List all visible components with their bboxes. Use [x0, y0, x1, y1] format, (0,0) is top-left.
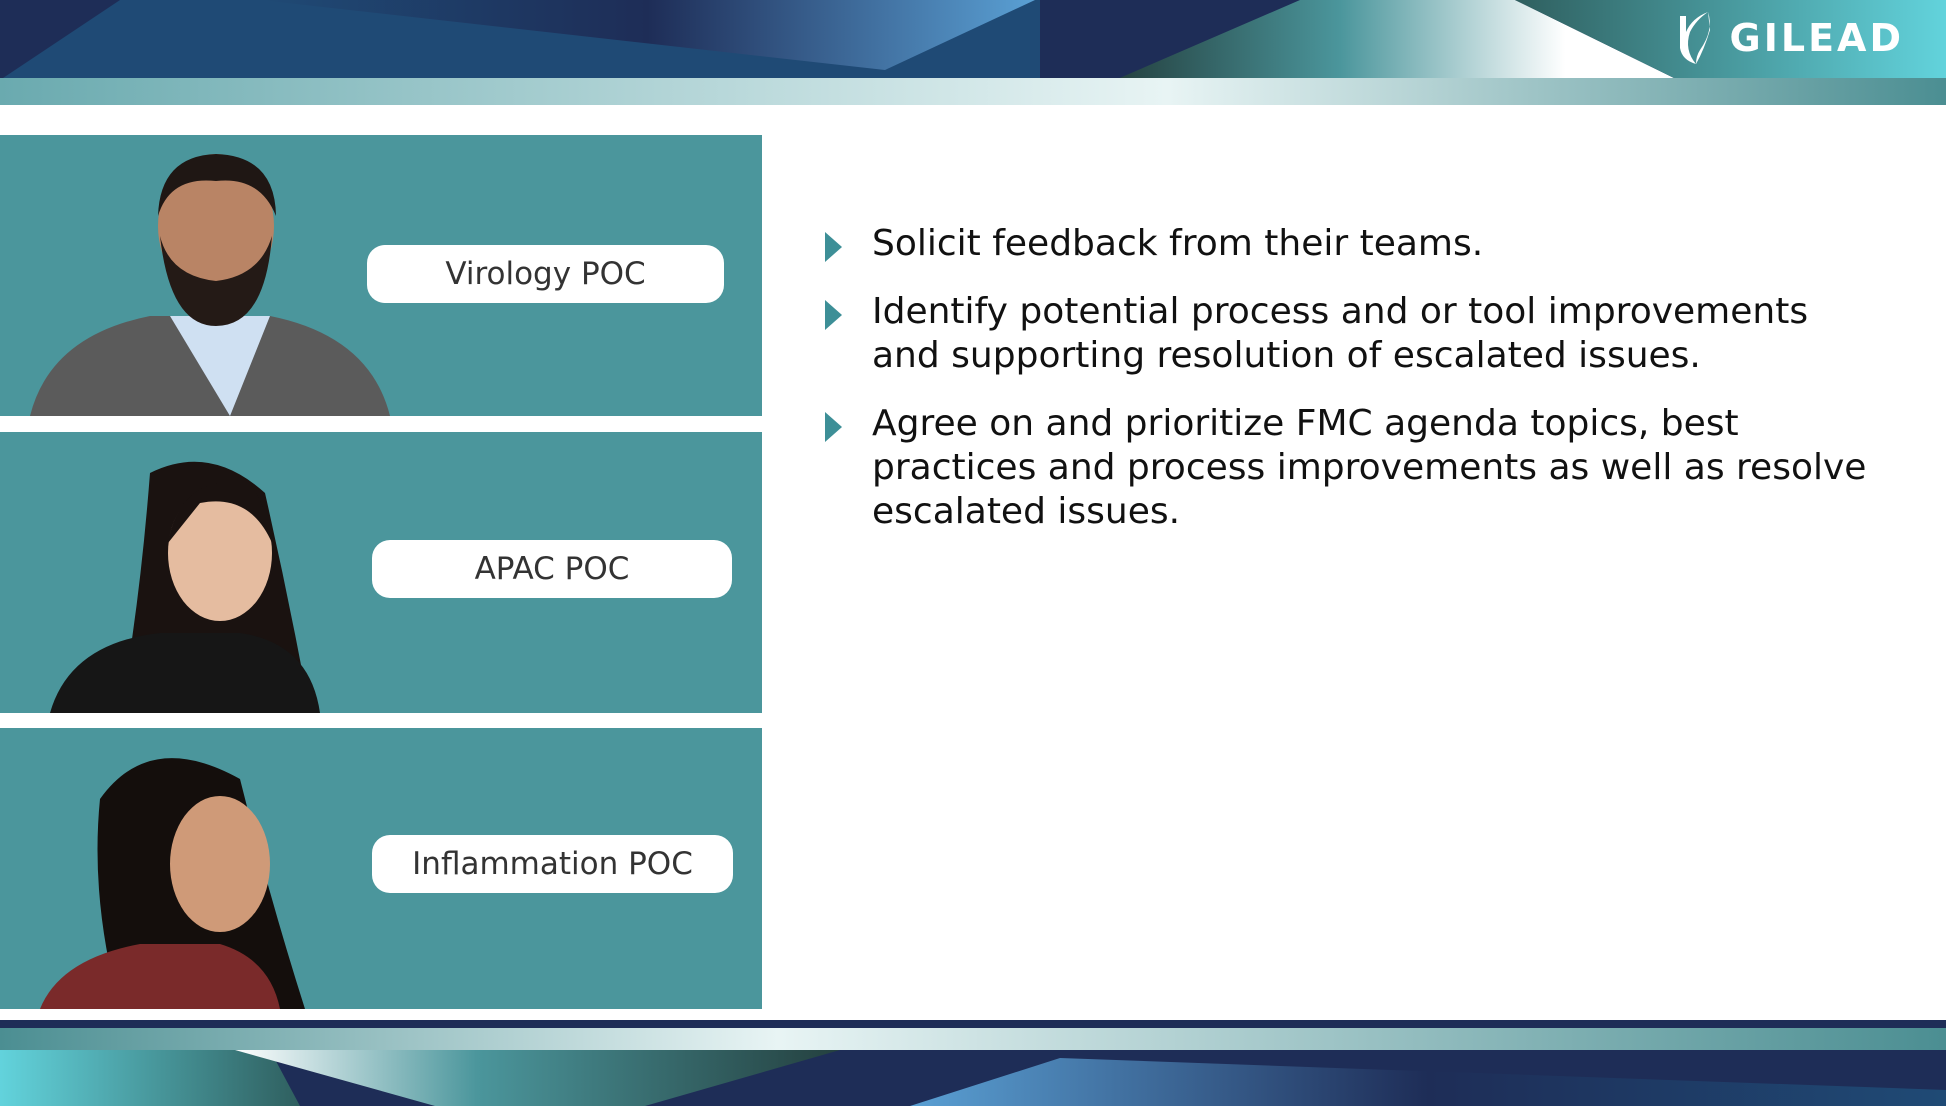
bullet-text: Agree on and prioritize FMC agenda topic…	[872, 403, 1867, 532]
person-photo	[40, 758, 305, 1009]
contact-card-inflammation: Inflammation POC	[0, 728, 762, 1009]
triangle-bullet-icon	[825, 232, 842, 262]
person-photo	[50, 461, 320, 713]
person-photo	[30, 154, 390, 416]
virology-poc-label: Virology POC	[367, 245, 724, 303]
triangle-bullet-icon	[825, 412, 842, 442]
footer-banner	[0, 1020, 1946, 1106]
contact-card-virology: Virology POC	[0, 135, 762, 416]
leaf-shield-icon	[1679, 12, 1710, 64]
bullet-text: Identify potential process and or tool i…	[872, 291, 1809, 376]
bullet-item: Agree on and prioritize FMC agenda topic…	[825, 402, 1885, 534]
gilead-logo: GILEAD	[1674, 10, 1904, 66]
bullet-list: Solicit feedback from their teams. Ident…	[825, 222, 1885, 558]
bullet-text: Solicit feedback from their teams.	[872, 223, 1484, 264]
inflammation-poc-label: Inflammation POC	[372, 835, 733, 893]
logo-text: GILEAD	[1729, 16, 1904, 60]
apac-poc-label: APAC POC	[372, 540, 732, 598]
contact-card-apac: APAC POC	[0, 432, 762, 713]
bullet-item: Solicit feedback from their teams.	[825, 222, 1885, 266]
header-banner	[0, 0, 1946, 105]
bullet-item: Identify potential process and or tool i…	[825, 290, 1885, 378]
triangle-bullet-icon	[825, 300, 842, 330]
